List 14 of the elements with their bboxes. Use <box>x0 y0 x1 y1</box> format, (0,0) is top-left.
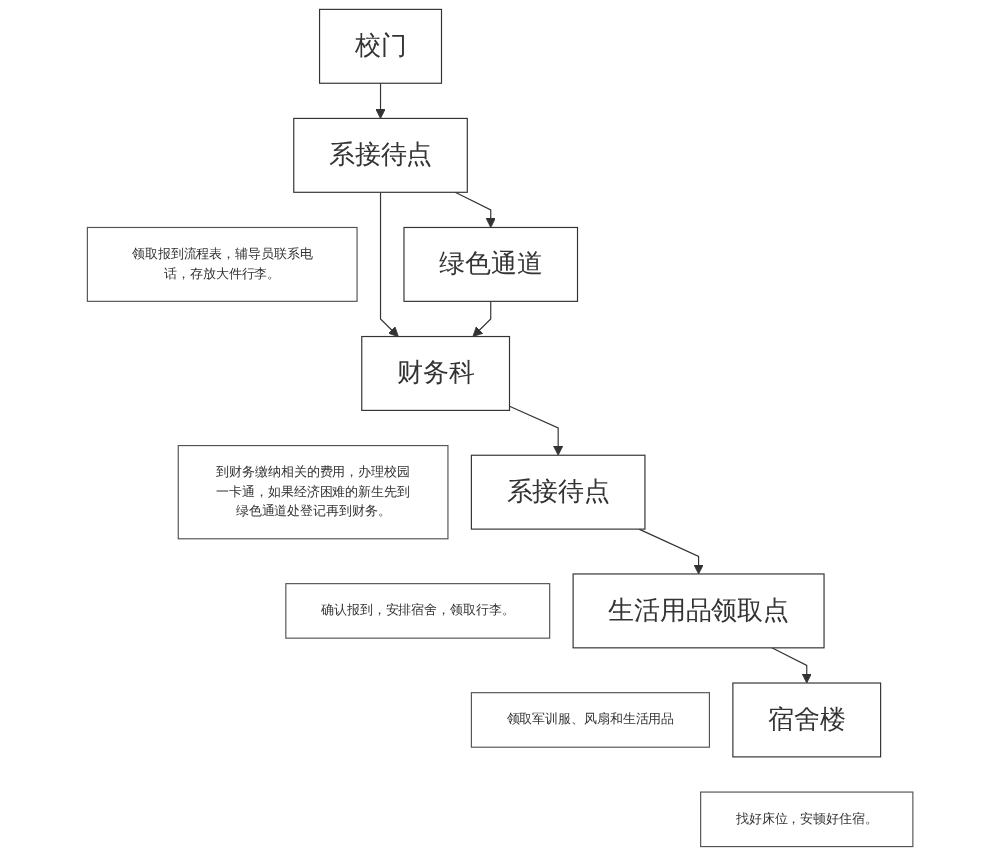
arrow <box>508 405 564 456</box>
node-box: 宿舍楼 <box>732 682 882 758</box>
arrow <box>771 647 812 684</box>
node-box: 系接待点 <box>470 454 646 530</box>
arrow <box>454 191 496 228</box>
node-box: 系接待点 <box>293 117 468 193</box>
node-box: 生活用品领取点 <box>572 573 825 649</box>
arrow <box>638 528 704 575</box>
node-box: 校门 <box>318 8 442 84</box>
arrow <box>379 191 399 337</box>
node-box: 财务科 <box>361 335 510 411</box>
node-box: 绿色通道 <box>403 226 578 302</box>
arrow <box>472 300 492 337</box>
arrow <box>375 82 386 119</box>
